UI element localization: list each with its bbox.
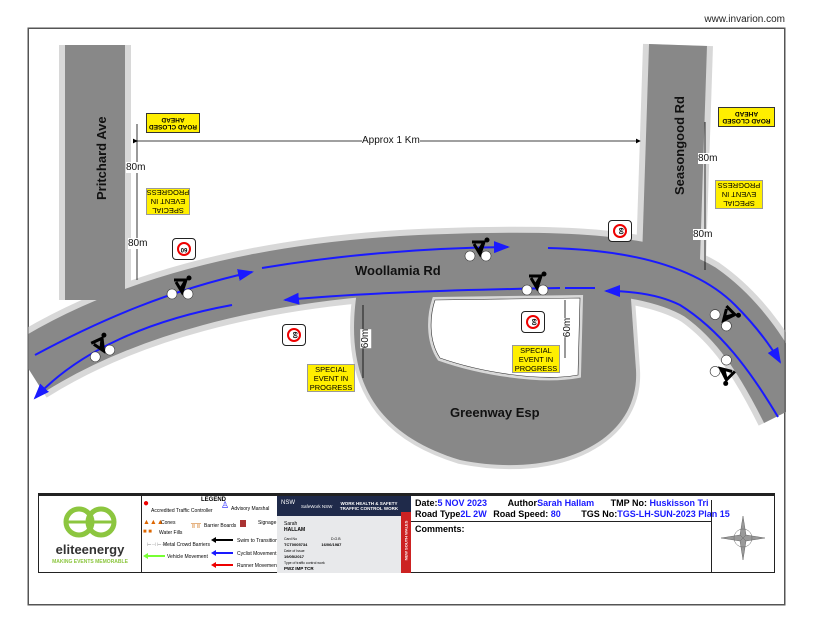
special-event-sign: SPECIAL EVENT IN PROGRESS	[307, 364, 355, 392]
road-label-pritchard: Pritchard Ave	[94, 116, 109, 200]
dimension-80m: 80m	[698, 153, 718, 164]
legend-item: Advisory Marshal	[231, 506, 270, 512]
dimension-80m: 80m	[128, 238, 148, 249]
legend-item: Cyclist Movement	[237, 551, 277, 557]
legend-item: Metal Crowd Barriers	[163, 542, 210, 548]
cyclist-icon	[709, 354, 736, 386]
speed-limit-sign: 60	[172, 238, 196, 260]
cyclist-icon	[521, 271, 549, 296]
north-arrow-icon	[711, 500, 774, 573]
card-number: TCT0005734	[284, 542, 308, 547]
dimension-approx-1km: Approx 1 Km	[362, 135, 420, 146]
cones-icon: ▲▲▲	[143, 519, 164, 526]
dimension-60m: 60m	[360, 328, 372, 349]
road-closed-ahead-sign: ROAD CLOSED AHEAD	[718, 107, 775, 127]
card-first-name: Sarah	[284, 521, 298, 527]
cyclist-icon	[166, 275, 194, 300]
cyclist-arrow-east-3	[547, 247, 782, 364]
card-dob: 16/06/1987	[321, 542, 342, 547]
logo-tagline: MAKING EVENTS MEMORABLE	[52, 559, 128, 565]
card-last-name: HALLAM	[284, 527, 306, 533]
tgs-number: TGS-LH-SUN-2023 Plan 15	[617, 509, 730, 519]
road-type: 2L 2W	[460, 509, 487, 519]
road-label-seasongood: Seasongood Rd	[672, 96, 687, 195]
vehicle-movement-icon	[143, 553, 165, 559]
cyclist-arrow-east-1	[34, 269, 254, 356]
card-agency: SafeWork NSW	[301, 504, 333, 509]
card-work-type: PWZ IMP TCR	[284, 566, 314, 571]
tmp-number: Huskisson Tri	[649, 498, 709, 508]
eliteenergy-logo: eliteenergy MAKING EVENTS MEMORABLE	[39, 496, 142, 573]
dimension-60m: 60m	[562, 317, 574, 338]
cyclists	[89, 237, 741, 386]
cyclist-movement-arrows	[33, 241, 782, 418]
legend-item: Signage	[258, 520, 277, 526]
special-event-sign: SPECIAL EVENT IN PROGRESS	[715, 180, 763, 209]
legend: LEGEND ● Accredited Traffic Controller ♙…	[141, 496, 279, 573]
card-state: NEW SOUTH WALES	[403, 520, 409, 561]
cyclist-arrow-west-3	[283, 287, 561, 305]
road-label-woollamia: Woollamia Rd	[355, 263, 441, 278]
crowd-barriers-icon: ⊢⊣ ⊢⊣	[147, 542, 166, 548]
legend-title: LEGEND	[201, 497, 227, 503]
plan-details: Date:5 NOV 2023 AuthorSarah Hallam TMP N…	[411, 496, 774, 573]
plan-date: 5 NOV 2023	[437, 498, 488, 508]
water-fills-icon: ■ ■	[143, 529, 152, 535]
comments-label: Comments:	[415, 524, 465, 534]
traffic-controller-icon: ●	[143, 498, 150, 509]
dimension-80m: 80m	[693, 229, 713, 240]
road-closed-ahead-sign: ROAD CLOSED AHEAD	[146, 113, 200, 133]
legend-item: Cones	[161, 520, 176, 526]
speed-limit-sign: 60	[282, 324, 306, 346]
legend-item: Water Fills	[159, 530, 183, 536]
dimension-80m: 80m	[126, 162, 146, 173]
special-event-sign: SPECIAL EVENT IN PROGRESS	[146, 188, 190, 215]
plan-author: Sarah Hallam	[537, 498, 595, 508]
road-speed: 80	[550, 509, 561, 519]
traffic-control-card: NSW SafeWork NSW WORK HEALTH & SAFETY TR…	[277, 496, 411, 573]
special-event-sign: SPECIAL EVENT IN PROGRESS	[512, 345, 560, 373]
movement-arrows-icons	[211, 537, 233, 568]
advisory-marshal-icon: ♙	[221, 500, 230, 510]
road-label-greenway: Greenway Esp	[450, 405, 540, 420]
speed-limit-sign: 60	[521, 311, 545, 333]
logo-name: eliteenergy	[55, 542, 125, 557]
cyclist-icon	[709, 305, 741, 332]
legend-item: Runner Movement	[237, 563, 279, 569]
cyclist-icon	[89, 332, 116, 363]
website-url: www.invarion.com	[704, 14, 785, 25]
nsw-logo: NSW	[281, 500, 295, 506]
legend-item: Accredited Traffic Controller	[151, 508, 213, 514]
signage-icon	[240, 520, 246, 527]
info-panel: eliteenergy MAKING EVENTS MEMORABLE LEGE…	[38, 493, 775, 573]
cyclist-icon	[464, 237, 492, 262]
legend-item: Swim to Transition	[237, 538, 278, 544]
cyclist-arrow-west-4	[33, 304, 233, 400]
card-title: WORK HEALTH & SAFETY TRAFFIC CONTROL WOR…	[339, 501, 399, 511]
cyclist-arrow-west-1	[604, 285, 779, 418]
legend-item: Barrier Boards	[204, 523, 237, 529]
barrier-boards-icon: ╥╥	[191, 521, 201, 528]
legend-item: Vehicle Movement	[167, 554, 208, 560]
speed-limit-sign: 60	[608, 220, 632, 242]
card-issue-date: 19/05/2017	[284, 554, 305, 559]
